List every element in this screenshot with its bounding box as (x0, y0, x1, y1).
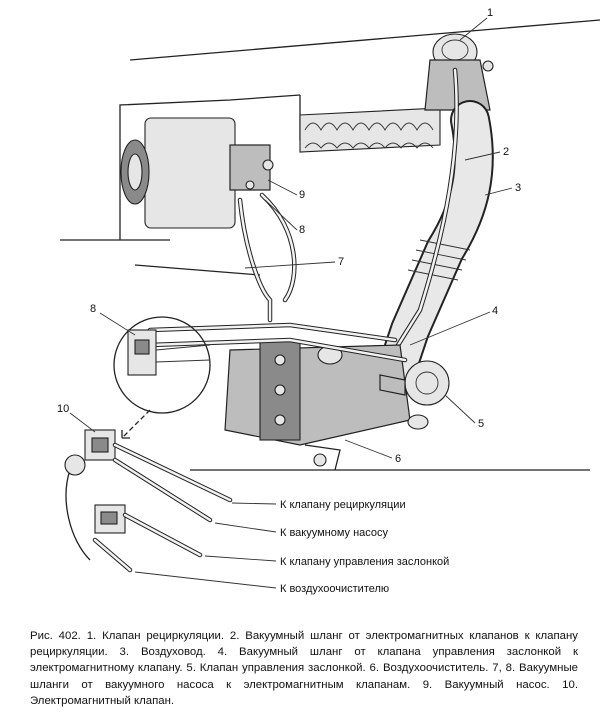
destination-flap-control-valve: К клапану управления заслонкой (280, 556, 449, 568)
air-duct (375, 100, 494, 395)
callout-leaders (69, 17, 513, 459)
solenoid-valve-assembly (64, 429, 233, 573)
callout-5: 5 (478, 418, 484, 430)
destination-vacuum-pump: К вакуумному насосу (280, 527, 389, 539)
callout-9: 9 (299, 189, 305, 201)
destination-air-cleaner: К воздухоочистителю (280, 583, 389, 595)
callout-1: 1 (487, 7, 493, 19)
destination-leaders (134, 502, 277, 589)
callout-7: 7 (338, 256, 344, 268)
air-cleaner (224, 339, 411, 471)
callout-8-upper: 8 (299, 224, 305, 236)
callout-6: 6 (395, 453, 401, 465)
callout-3: 3 (515, 182, 521, 194)
detail-circle (113, 316, 211, 439)
figure-caption: Рис. 402. 1. Клапан рециркуляции. 2. Вак… (30, 630, 578, 707)
callout-8-left: 8 (90, 303, 96, 315)
egr-valve (424, 33, 494, 111)
intake-manifold (299, 107, 441, 153)
flap-control-valve (379, 360, 450, 430)
engine-vacuum-diagram: 1 2 3 4 5 6 7 8 9 8 10 К клапану рецирку… (57, 7, 600, 595)
destination-egr-valve: К клапану рециркуляции (280, 499, 406, 511)
vacuum-pump (120, 117, 274, 229)
callout-2: 2 (503, 146, 509, 158)
callout-10: 10 (57, 403, 69, 415)
callout-4: 4 (492, 305, 498, 317)
